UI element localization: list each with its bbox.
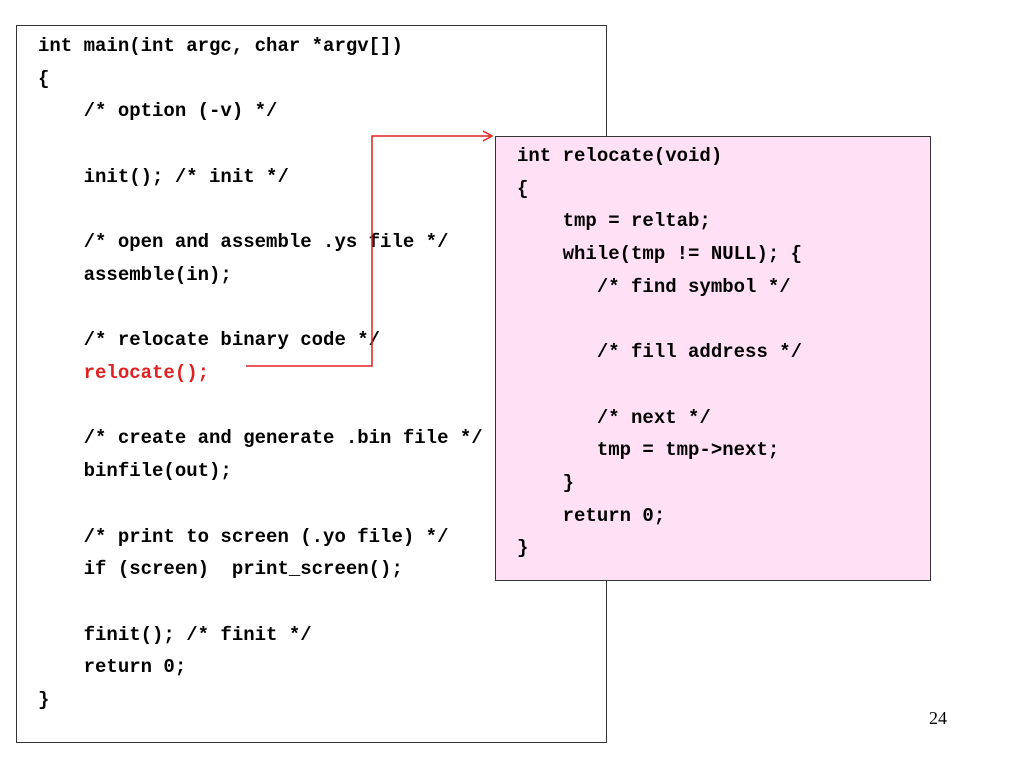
main-code-line: /* option (-v) */ (38, 100, 278, 123)
main-code-line: } (38, 689, 50, 711)
main-code-line: int main(int argc, char *argv[]) (38, 35, 403, 57)
page-number: 24 (929, 708, 947, 728)
relocate-code-line: /* fill address */ (517, 341, 803, 364)
relocate-code-line: { (517, 177, 529, 200)
relocate-function-code-box: int relocate(void) { tmp = reltab; while(… (495, 136, 931, 581)
main-code-line: binfile(out); (38, 460, 232, 483)
main-code-line: if (screen) print_screen(); (38, 558, 403, 581)
main-code-line: /* print to screen (.yo file) */ (38, 525, 449, 548)
main-code-line: /* relocate binary code */ (38, 329, 381, 352)
main-code-line: /* open and assemble .ys file */ (38, 231, 449, 254)
main-code-line: finit(); /* finit */ (38, 623, 312, 646)
relocate-code-line: /* find symbol */ (517, 275, 791, 298)
relocate-code-line: /* next */ (517, 406, 711, 429)
relocate-code-line: tmp = tmp->next; (517, 439, 780, 462)
relocate-code-line: tmp = reltab; (517, 210, 711, 233)
relocate-code-line: } (517, 472, 575, 494)
main-code-line: relocate(); (38, 362, 210, 384)
main-code-line: { (38, 67, 50, 90)
main-code-line: init(); /* init */ (38, 165, 289, 188)
main-code-line: /* create and generate .bin file */ (38, 427, 483, 450)
main-code-line: assemble(in); (38, 263, 232, 286)
relocate-code-line: while(tmp != NULL); { (517, 243, 803, 266)
relocate-code-line: return 0; (517, 504, 666, 527)
relocate-code-line: } (517, 537, 529, 560)
relocate-code-line: int relocate(void) (517, 145, 723, 167)
main-code-line: return 0; (38, 656, 187, 679)
